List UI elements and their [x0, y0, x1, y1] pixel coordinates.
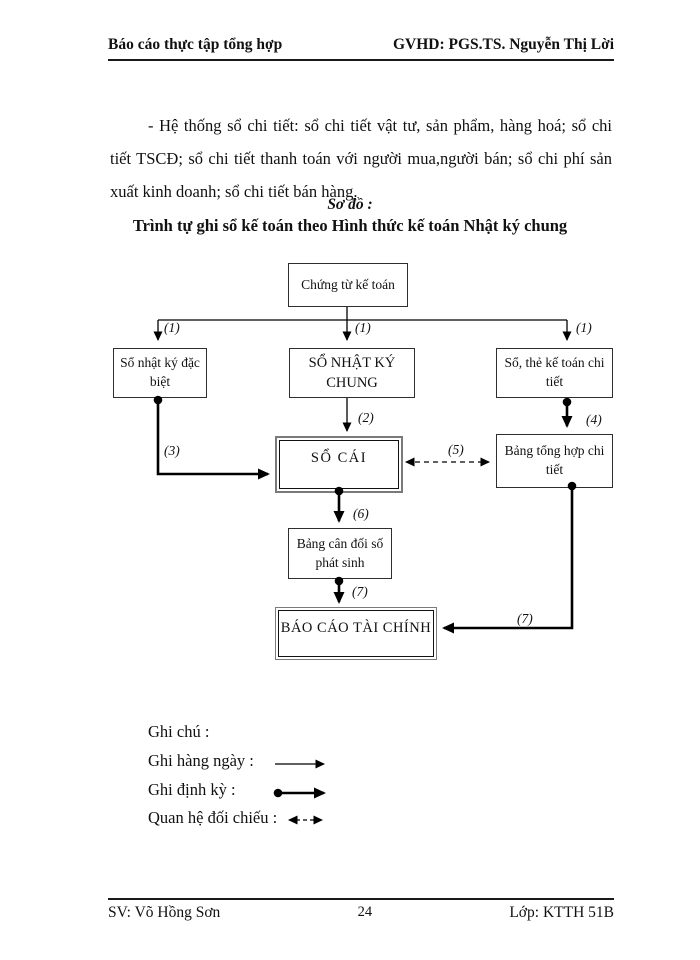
- step-label-2: (2): [358, 410, 374, 425]
- step-label-4: (4): [586, 412, 602, 427]
- flowchart-box-so-nhat-ky-chung: SỔ NHẬT KÝ CHUNG: [289, 348, 415, 398]
- step-label-6: (6): [353, 506, 369, 521]
- box-label: Sổ nhật ký đặc biệt: [120, 355, 200, 389]
- flowchart-box-so-the-ke-toan-chi-tiet: Sổ, thẻ kế toán chi tiết: [496, 348, 613, 398]
- legend-reconciliation-label: Quan hệ đối chiếu :: [148, 808, 278, 827]
- step-label-7-vertical: (7): [352, 584, 368, 599]
- step-label-7-horizontal: (7): [517, 611, 533, 626]
- step-label-1-center: (1): [355, 320, 371, 335]
- box-label: Sổ, thẻ kế toán chi tiết: [504, 355, 605, 389]
- footer-class: Lớp: KTTH 51B: [509, 904, 614, 921]
- box-label: BÁO CÁO TÀI CHÍNH: [280, 620, 432, 636]
- arrow-7-bth-to-bctc: [442, 481, 577, 634]
- box-label: SỔ CÁI: [310, 450, 368, 466]
- legend-daily-label: Ghi hàng ngày :: [148, 751, 254, 770]
- header-report-title: Báo cáo thực tập tổng hợp: [108, 36, 283, 53]
- footer-student: SV: Võ Hồng Sơn: [108, 904, 221, 921]
- page-header: Báo cáo thực tập tổng hợp GVHD: PGS.TS. …: [108, 36, 614, 61]
- flowchart-box-so-cai: SỔ CÁI: [275, 436, 403, 493]
- legend-periodic-label: Ghi định kỳ :: [148, 780, 236, 799]
- step-label-5: (5): [448, 442, 464, 457]
- header-supervisor: GVHD: PGS.TS. Nguyễn Thị Lời: [392, 36, 614, 53]
- step-label-3: (3): [164, 443, 180, 458]
- flowchart-box-bang-tong-hop-chi-tiet: Bảng tổng hợp chi tiết: [496, 434, 613, 488]
- box-label: Chứng từ kế toán: [301, 276, 395, 292]
- page-footer: SV: Võ Hồng Sơn 24 Lớp: KTTH 51B: [108, 898, 614, 922]
- box-label: Bảng tổng hợp chi tiết: [504, 443, 605, 477]
- flowchart-box-chung-tu-ke-toan: Chứng từ kế toán: [288, 263, 408, 307]
- footer-page-number: 24: [357, 904, 373, 920]
- flowchart-box-bao-cao-tai-chinh: BÁO CÁO TÀI CHÍNH: [275, 607, 437, 660]
- flowchart-box-bang-can-doi-so-phat-sinh: Bảng cân đối số phát sinh: [288, 528, 392, 579]
- step-label-1-left: (1): [164, 320, 180, 335]
- arrow-3-nkdb-to-so-cai: [153, 395, 270, 480]
- box-label: SỔ NHẬT KÝ CHUNG: [308, 354, 396, 391]
- legend-heading: Ghi chú :: [148, 722, 210, 741]
- diagram-title: Trình tự ghi sổ kế toán theo Hình thức k…: [132, 216, 568, 235]
- step-label-1-right: (1): [576, 320, 592, 335]
- diagram-caption: Sơ đồ :: [327, 196, 373, 213]
- flowchart-box-so-nhat-ky-dac-biet: Sổ nhật ký đặc biệt: [113, 348, 207, 398]
- body-paragraph: - Hệ thống sổ chi tiết: sổ chi tiết vật …: [110, 116, 612, 201]
- box-label: Bảng cân đối số phát sinh: [296, 535, 384, 570]
